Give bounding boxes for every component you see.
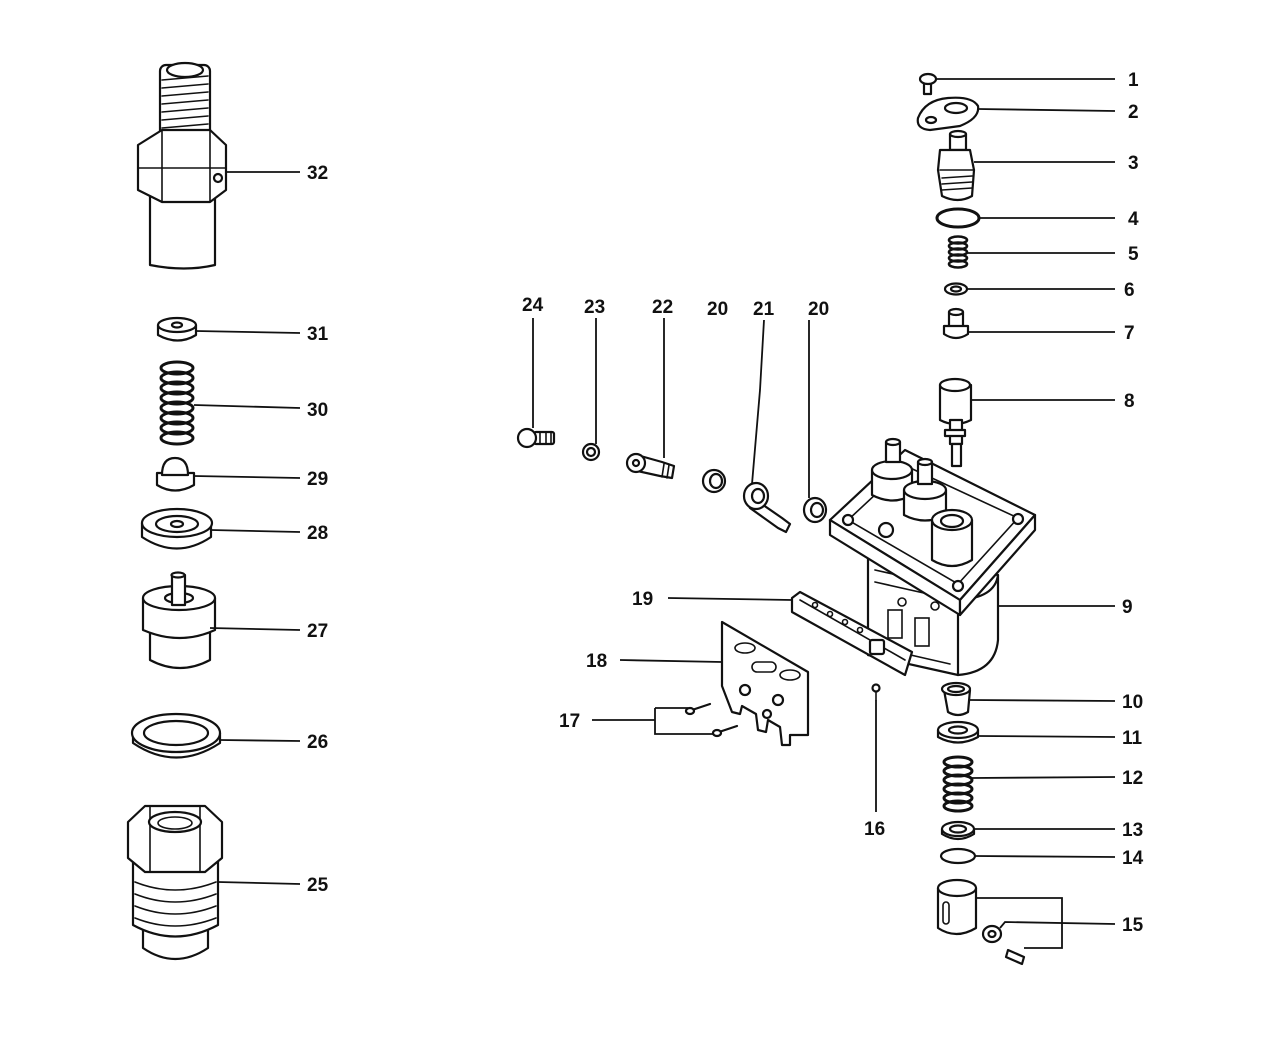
callout-6: 6 bbox=[1124, 280, 1135, 301]
callout-9: 9 bbox=[1122, 597, 1133, 618]
callout-13: 13 bbox=[1122, 820, 1143, 841]
callout-24: 24 bbox=[522, 295, 544, 316]
part-16-pin bbox=[871, 683, 881, 701]
part-15-tappet-assembly bbox=[936, 878, 1026, 966]
part-21-banjo-fitting bbox=[742, 481, 792, 534]
part-13-lower-spring-seat bbox=[940, 820, 976, 841]
callout-23: 23 bbox=[584, 297, 605, 318]
callout-10: 10 bbox=[1122, 692, 1143, 713]
part-7-delivery-valve bbox=[942, 307, 970, 340]
part-3-delivery-valve-holder bbox=[936, 129, 976, 202]
callout-25: 25 bbox=[307, 875, 329, 896]
part-11-spring-washer bbox=[936, 720, 980, 744]
callout-3: 3 bbox=[1128, 153, 1139, 174]
part-4-o-ring bbox=[935, 207, 981, 229]
part-20-gasket-left bbox=[701, 468, 727, 494]
part-22-air-bleed-screw bbox=[625, 452, 676, 480]
part-20-gasket-right bbox=[802, 496, 828, 524]
part-19-control-rack bbox=[790, 590, 914, 677]
callout-22: 22 bbox=[652, 297, 673, 318]
callout-8: 8 bbox=[1124, 391, 1135, 412]
part-29-spindle-cap bbox=[155, 456, 196, 492]
callout-16: 16 bbox=[864, 819, 885, 840]
callout-29: 29 bbox=[307, 469, 328, 490]
part-18-cover-plate bbox=[720, 620, 810, 747]
callout-2: 2 bbox=[1128, 102, 1139, 123]
part-31-spring-seat bbox=[156, 316, 198, 342]
callout-27: 27 bbox=[307, 621, 328, 642]
callout-19: 19 bbox=[632, 589, 653, 610]
leader-lines bbox=[193, 78, 1116, 949]
callout-28: 28 bbox=[307, 523, 328, 544]
part-26-nozzle-washer bbox=[130, 712, 222, 759]
part-2-locking-plate bbox=[916, 96, 980, 132]
callout-11: 11 bbox=[1122, 728, 1143, 749]
callout-31: 31 bbox=[307, 324, 329, 345]
part-8-plunger bbox=[938, 377, 973, 468]
part-27-nozzle bbox=[141, 571, 217, 670]
part-30-pressure-spring bbox=[159, 360, 195, 448]
callout-20-left: 20 bbox=[707, 299, 728, 320]
callout-18: 18 bbox=[586, 651, 607, 672]
part-12-plunger-spring bbox=[942, 755, 974, 813]
callout-7: 7 bbox=[1124, 323, 1135, 344]
part-10-spring-seat-upper bbox=[940, 681, 972, 717]
part-14-shim bbox=[939, 847, 977, 865]
part-28-intermediate-disc bbox=[140, 507, 214, 550]
callout-14: 14 bbox=[1122, 848, 1144, 869]
callout-numbers: 32 31 30 29 28 27 26 25 1 2 3 4 5 6 7 8 … bbox=[307, 70, 1144, 936]
part-17-screws bbox=[684, 702, 739, 738]
callout-30: 30 bbox=[307, 400, 328, 421]
part-5-valve-spring bbox=[947, 235, 969, 269]
callout-1: 1 bbox=[1128, 70, 1139, 91]
part-24-banjo-bolt bbox=[516, 427, 556, 449]
callout-20-right: 20 bbox=[808, 299, 829, 320]
callout-21: 21 bbox=[753, 299, 775, 320]
part-6-washer bbox=[943, 282, 969, 296]
callout-32: 32 bbox=[307, 163, 328, 184]
callout-4: 4 bbox=[1128, 209, 1139, 230]
part-32-nozzle-holder bbox=[136, 61, 228, 270]
callout-17: 17 bbox=[559, 711, 580, 732]
callout-12: 12 bbox=[1122, 768, 1143, 789]
part-25-retaining-nut bbox=[126, 804, 224, 960]
callout-5: 5 bbox=[1128, 244, 1139, 265]
callout-15: 15 bbox=[1122, 915, 1144, 936]
callout-26: 26 bbox=[307, 732, 328, 753]
part-23-gasket bbox=[581, 442, 601, 462]
part-1-screw bbox=[918, 72, 938, 96]
